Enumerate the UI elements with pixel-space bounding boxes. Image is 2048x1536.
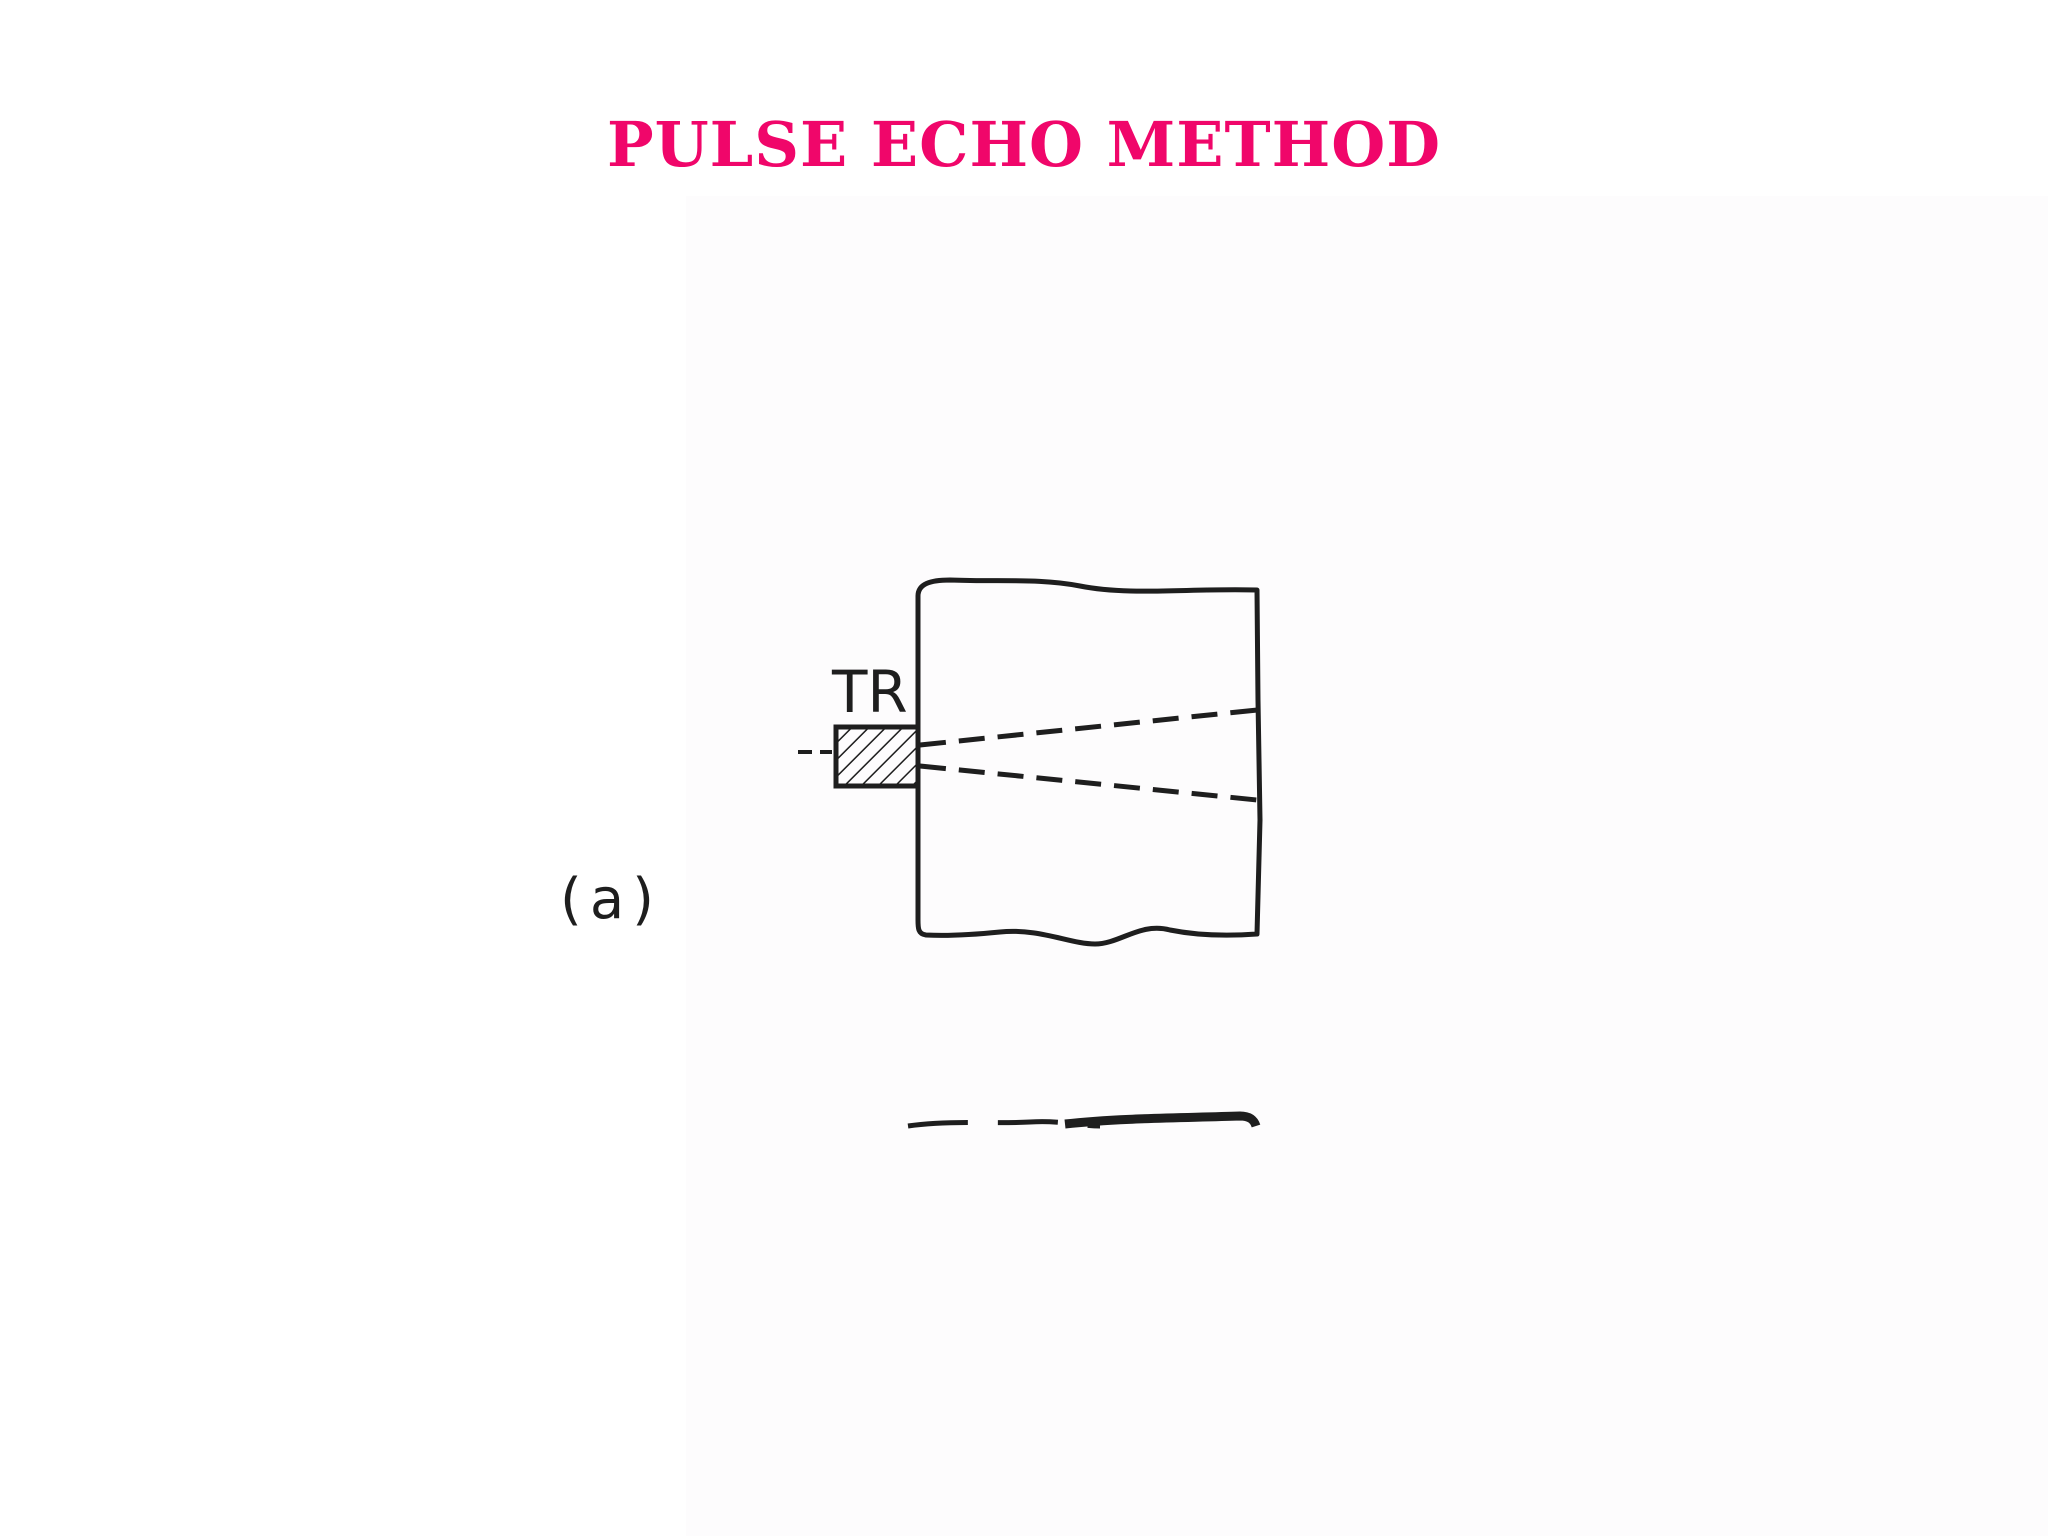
beam-edge-upper bbox=[919, 707, 1258, 748]
figure-label: (a) bbox=[560, 867, 662, 932]
transducer-label: TR bbox=[831, 658, 908, 726]
slide-title: PULSE ECHO METHOD bbox=[606, 108, 1442, 181]
next-figure-edge bbox=[907, 1119, 1101, 1129]
next-figure-edge-right bbox=[1064, 1111, 1261, 1129]
transducer-probe bbox=[833, 724, 921, 789]
specimen-block bbox=[915, 577, 1263, 947]
beam-edge-lower bbox=[919, 763, 1258, 803]
figure-panel bbox=[686, 196, 2048, 1536]
